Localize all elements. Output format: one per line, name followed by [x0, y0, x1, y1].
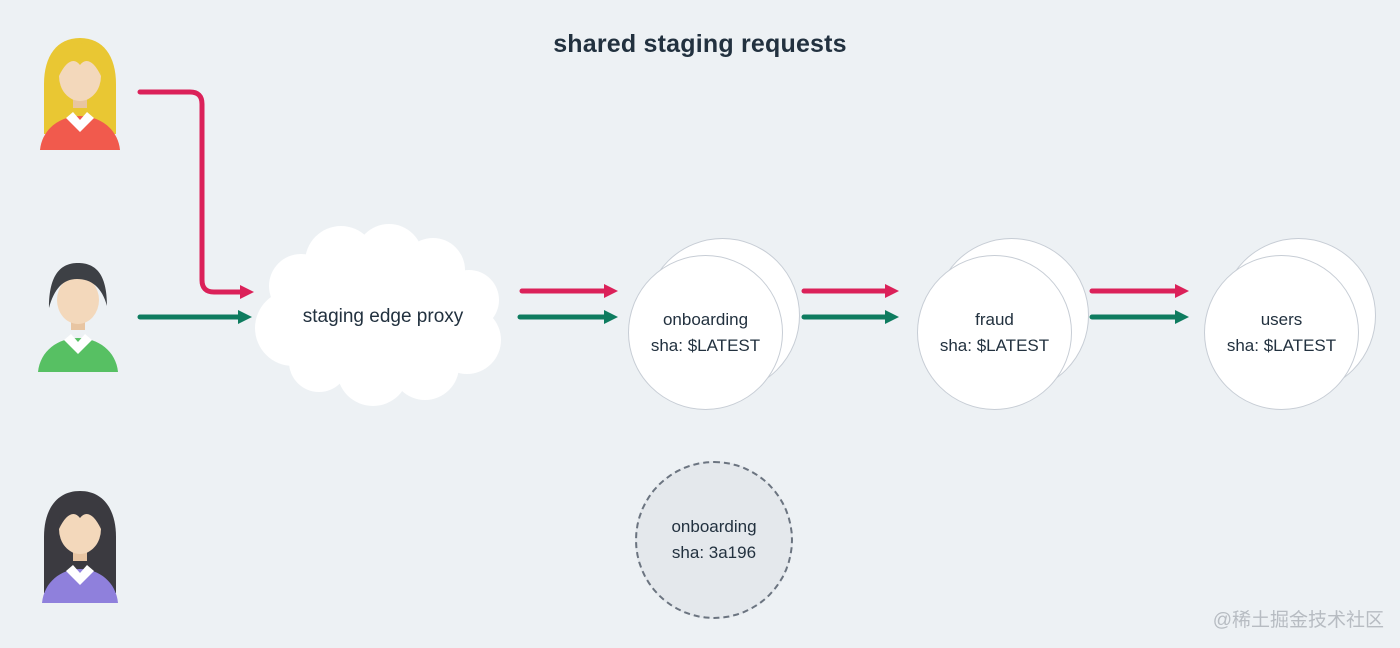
avatar-shirt	[40, 116, 120, 150]
service-name: fraud	[975, 309, 1014, 329]
page-title: shared staging requests	[553, 30, 847, 58]
avatar-fringe	[59, 496, 101, 529]
avatar-collar	[66, 565, 94, 585]
watermark: @稀土掘金技术社区	[1212, 610, 1384, 631]
service-node-users: users sha: $LATEST	[1204, 238, 1376, 410]
node-front-circle: fraud sha: $LATEST	[917, 255, 1072, 410]
node-front-circle: onboarding sha: $LATEST	[628, 255, 783, 410]
service-sha: sha: $LATEST	[650, 335, 761, 355]
avatar-fringe	[59, 43, 101, 76]
avatar-hair	[49, 263, 107, 308]
avatar-collar	[64, 334, 92, 354]
cloud-icon	[255, 224, 501, 406]
avatar-collar	[66, 112, 94, 132]
avatar-shirt	[42, 569, 118, 603]
avatar-shirt	[38, 338, 118, 372]
avatar-face	[59, 51, 101, 101]
pinned-service-sha: sha: 3a196	[671, 543, 757, 562]
service-sha: sha: $LATEST	[939, 335, 1050, 355]
service-sha: sha: $LATEST	[1226, 335, 1337, 355]
user-avatar-2	[38, 263, 118, 372]
pinned-service-name: onboarding	[671, 517, 757, 536]
avatar-face	[57, 276, 99, 324]
service-node-fraud: fraud sha: $LATEST	[917, 238, 1089, 410]
service-name: onboarding	[662, 309, 749, 329]
staging-edge-proxy-node: staging edge proxy	[253, 224, 513, 408]
node-front-circle: users sha: $LATEST	[1204, 255, 1359, 410]
arrow-pink-user1-to-proxy	[137, 89, 254, 299]
service-node-onboarding: onboarding sha: $LATEST	[628, 238, 800, 410]
user-avatar-1	[40, 38, 120, 150]
proxy-label: staging edge proxy	[302, 306, 464, 327]
avatar-face	[59, 504, 101, 554]
user-avatar-3	[42, 491, 118, 603]
pinned-service-node-onboarding: onboarding sha: 3a196	[635, 461, 793, 619]
service-name: users	[1260, 309, 1303, 329]
